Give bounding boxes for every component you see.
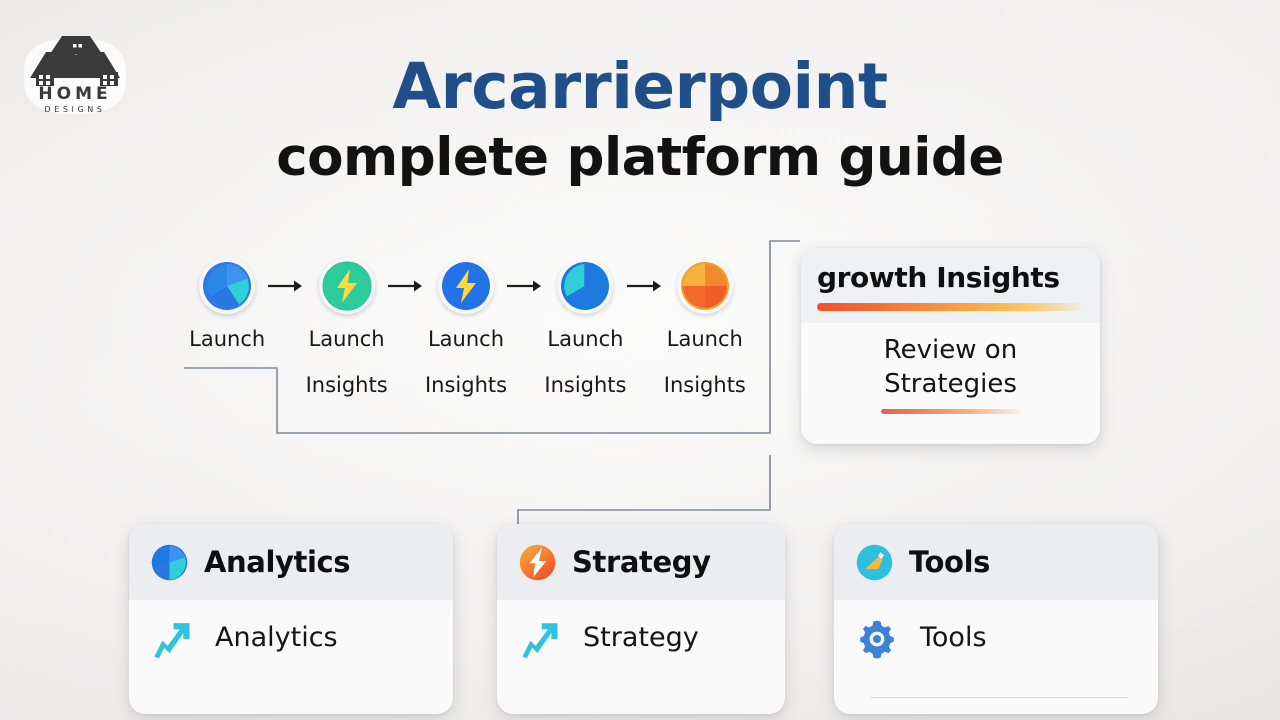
trend-up-arrow-icon	[519, 618, 561, 660]
page-subtitle: complete platform guide	[276, 127, 1004, 189]
card-analytics-body-text: Analytics	[215, 622, 338, 653]
pipeline-step-launch-label: Launch	[547, 327, 624, 351]
pipeline-flow: Launch Launch Insights	[186, 258, 746, 397]
page-title: Arcarrierpoint	[392, 50, 888, 123]
pipeline-step[interactable]: Launch	[186, 258, 268, 373]
card-tools-body: Tools	[834, 600, 1158, 714]
card-analytics-header: Analytics	[129, 524, 453, 600]
card-analytics-title: Analytics	[204, 545, 351, 579]
pipeline-step-launch-label: Launch	[189, 327, 266, 351]
card-tools[interactable]: Tools Tools	[834, 524, 1158, 714]
card-strategy-title: Strategy	[572, 545, 711, 579]
pie-chart-icon	[151, 544, 188, 581]
card-tools-divider	[870, 697, 1128, 698]
growth-insights-title: growth Insights	[817, 261, 1060, 294]
lightning-bolt-icon[interactable]	[438, 258, 495, 314]
growth-subtitle-underline	[880, 408, 1021, 414]
gauge-icon	[856, 544, 893, 581]
card-tools-header: Tools	[834, 524, 1158, 600]
growth-insights-body: Review on Strategies	[801, 323, 1100, 444]
growth-insights-header: growth Insights	[801, 248, 1100, 323]
pie-chart-icon[interactable]	[199, 258, 256, 314]
pipeline-step[interactable]: Launch Insights	[544, 258, 626, 397]
home-designs-logo: HOME DESIGNS	[16, 22, 134, 118]
pipeline-step-launch-label: Launch	[427, 327, 505, 351]
pipeline-step[interactable]: Launch Insights	[664, 258, 746, 397]
card-tools-body-text: Tools	[920, 622, 987, 653]
pipeline-step-launch-label: Launch	[666, 327, 743, 351]
pipeline-step-insight-label: Insights	[663, 373, 746, 397]
pie-chart-icon[interactable]	[557, 258, 614, 314]
arrow-right-icon	[507, 278, 544, 294]
arrow-right-icon	[626, 278, 664, 294]
lightning-bolt-icon[interactable]	[318, 258, 375, 314]
pipeline-step[interactable]: Launch Insights	[425, 258, 507, 397]
pie-chart-icon[interactable]	[676, 258, 733, 314]
card-strategy-header: Strategy	[497, 524, 785, 600]
arrow-right-icon	[387, 278, 425, 294]
pipeline-step-insight-label: Insights	[544, 373, 627, 397]
growth-insights-card[interactable]: growth Insights Review on Strategies	[801, 248, 1100, 444]
pipeline-step-launch-label: Launch	[308, 327, 385, 351]
logo-primary-text: HOME	[38, 84, 111, 104]
card-tools-title: Tools	[909, 545, 990, 579]
card-strategy-body-text: Strategy	[583, 622, 699, 653]
gear-icon	[856, 618, 898, 660]
trend-up-arrow-icon	[151, 618, 193, 660]
pipeline-step[interactable]: Launch Insights	[305, 258, 388, 397]
growth-insights-subtitle-line1: Review on	[883, 335, 1018, 365]
logo-secondary-text: DESIGNS	[44, 105, 105, 114]
card-analytics-body: Analytics	[129, 600, 453, 714]
growth-insights-subtitle-line2: Strategies	[884, 369, 1017, 400]
card-strategy[interactable]: Strategy Strategy	[497, 524, 785, 714]
card-strategy-body: Strategy	[497, 600, 785, 714]
card-analytics[interactable]: Analytics Analytics	[129, 524, 453, 714]
pipeline-step-insight-label: Insights	[305, 373, 388, 397]
arrow-right-icon	[268, 278, 305, 294]
lightning-bolt-icon	[519, 544, 556, 581]
growth-accent-bar	[817, 303, 1084, 311]
pipeline-step-insight-label: Insights	[424, 373, 508, 397]
page-title-block: Arcarrierpoint complete platform guide	[0, 50, 1280, 189]
